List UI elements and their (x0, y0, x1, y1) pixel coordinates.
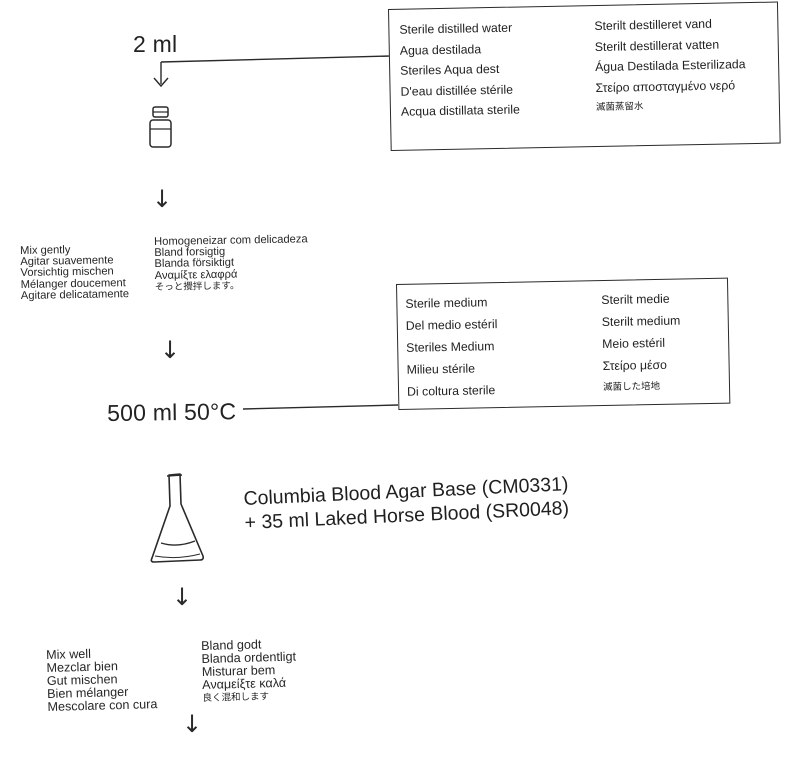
down-arrow-icon: ↓ (182, 710, 203, 738)
water-text: Agua destilada (399, 41, 482, 58)
water-text: Στείρο αποσταγμένο νερό (595, 77, 736, 95)
mix-well-text: Mescolare con cura (47, 697, 158, 714)
water-text: Sterilt destillerat vatten (594, 37, 720, 54)
down-arrow-icon: ↓ (152, 185, 173, 213)
water-connector (153, 55, 392, 88)
medium-text: Sterile medium (405, 295, 488, 311)
water-text: Água Destilada Esterilizada (595, 57, 746, 75)
water-text: Sterilt destilleret vand (594, 16, 713, 34)
water-volume-label: 2 ml (133, 31, 178, 57)
medium-text: Sterilt medium (601, 313, 681, 330)
mix-well-col1: Mix well Mezclar bien Gut mischen Bien m… (46, 646, 158, 714)
mix-well-text: Αναμείξτε καλά (201, 675, 287, 692)
mix-well-col2: Bland godt Blanda ordentligt Misturar be… (201, 637, 297, 705)
mix-well-text: 良く混和します (202, 691, 270, 704)
medium-text: Del medio estéril (405, 317, 498, 333)
mix-gently-col1: Mix gently Agitar suavemente Vorsichtig … (20, 244, 129, 302)
medium-box-col2: Sterilt medie Sterilt medium Meio estéri… (601, 288, 682, 399)
product-description: Columbia Blood Agar Base (CM0331) + 35 m… (243, 472, 570, 535)
vial-icon (149, 106, 172, 148)
mix-gently-text: そっと攪拌します。 (154, 280, 240, 293)
water-text: Acqua distillata sterile (400, 102, 521, 119)
medium-text: Sterilt medie (601, 291, 670, 308)
medium-text: Meio estéril (602, 335, 666, 352)
flask-icon (150, 473, 204, 563)
medium-connector (242, 404, 399, 410)
medium-text: Milieu stérile (406, 361, 476, 377)
water-box-col2: Sterilt destilleret vand Sterilt destill… (594, 13, 746, 118)
medium-box-col1: Sterile medium Del medio estéril Sterile… (405, 291, 499, 403)
medium-text: Steriles Medium (406, 339, 495, 355)
sterile-water-box: Sterile distilled water Agua destilada S… (388, 1, 781, 151)
mix-gently-text: Agitare delicatamente (20, 287, 130, 302)
water-text: D'eau distillée stérile (400, 82, 514, 99)
water-text: Steriles Aqua dest (400, 61, 500, 78)
down-arrow-icon: ↓ (160, 336, 181, 364)
water-box-col1: Sterile distilled water Agua destilada S… (399, 18, 520, 123)
water-text: 滅菌蒸留水 (595, 101, 644, 114)
water-text: Sterile distilled water (399, 20, 513, 37)
mix-gently-col2: Homogeneizar com delicadeza Bland forsig… (154, 233, 309, 293)
down-arrow-icon: ↓ (172, 583, 193, 611)
medium-text: Στείρο μέσο (602, 357, 668, 374)
